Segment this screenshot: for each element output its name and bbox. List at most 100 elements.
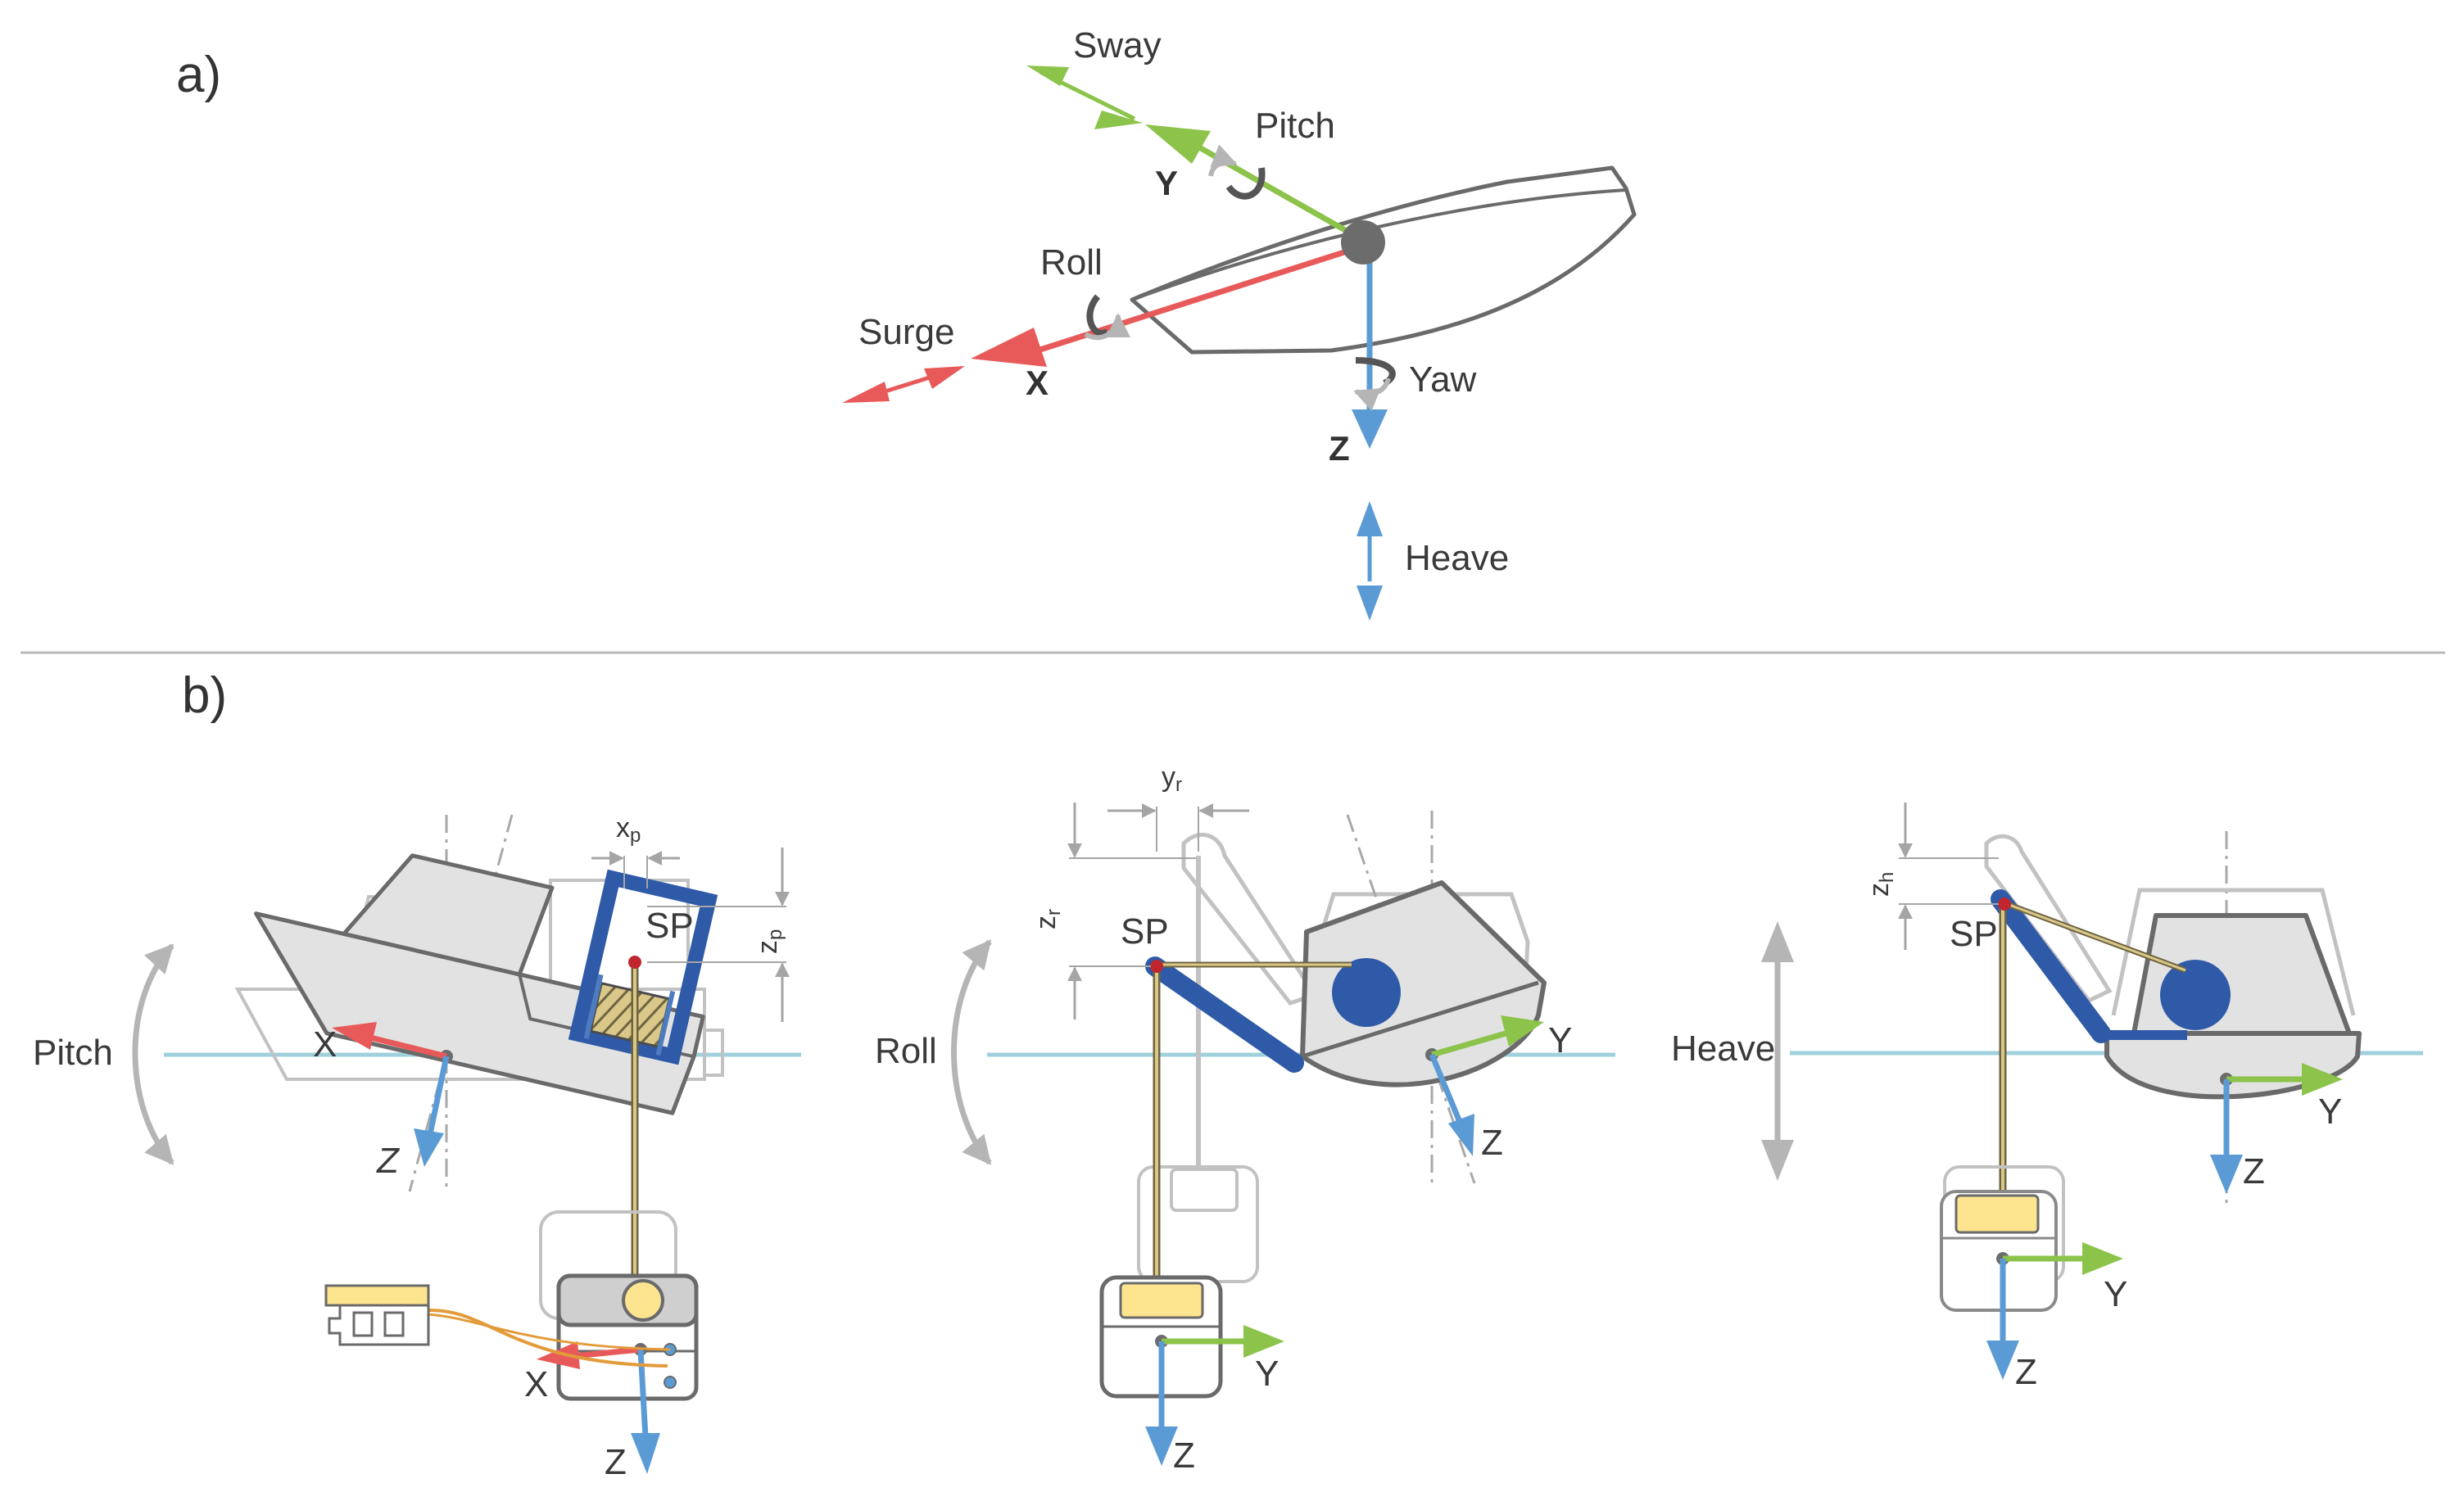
roll-load-z-label: Z [1173, 1435, 1195, 1476]
pitch-mode-label: Pitch [33, 1033, 113, 1073]
y-axis-label: Y [1155, 164, 1178, 202]
sway-arrow-head-front [1026, 66, 1069, 86]
pitch-load-x-label: X [524, 1364, 548, 1404]
roll-load-top [1119, 1282, 1204, 1319]
pitch-xdim-label: xp [616, 812, 641, 847]
roll-boat-z-axis [1429, 1053, 1463, 1124]
heave-load-y-arrowhead [2082, 1242, 2123, 1275]
surge-label: Surge [858, 312, 954, 352]
x-axis-arrowhead [971, 328, 1047, 367]
pitch-boat-z-arrowhead [414, 1128, 444, 1167]
heave-load-z-arrowhead [1986, 1341, 2019, 1380]
x-axis-line [1018, 241, 1371, 359]
roll-ghost-load-top [1170, 1168, 1239, 1212]
heave-crane-boom [1991, 889, 2111, 1043]
heave-mode-arrow-up [1761, 921, 1794, 962]
roll-rotation-arc [951, 939, 992, 1165]
roll-ghost-crane [1181, 832, 1318, 1006]
pitch-signal-wire-2 [427, 1313, 671, 1351]
roll-boat-y-label: Y [1548, 1020, 1572, 1060]
roll-boat-hull [1300, 880, 1547, 1087]
z-axis-arrowhead [1352, 409, 1388, 449]
heave-pull-wire-core [2002, 901, 2186, 972]
roll-mode-label: Roll [875, 1031, 937, 1071]
heave-label: Heave [1405, 538, 1509, 578]
roll-boat-y-axis [1431, 1030, 1506, 1058]
heave-ghost-boat [2111, 888, 2356, 1016]
pitch-scenario: xp zp SP X Z Pitch X Z [33, 812, 801, 1482]
pitch-boat-x-arrowhead [332, 1022, 377, 1050]
pitch-load-sensor-bottom [664, 1376, 677, 1389]
pitch-suspension-point [628, 956, 641, 969]
pitch-boat-x-axis [366, 1033, 447, 1060]
heave-load-top [1954, 1194, 2040, 1234]
pitch-load-sheave [622, 1279, 664, 1322]
heave-boat-z-arrowhead [2210, 1155, 2243, 1194]
z-axis-label: Z [1329, 429, 1350, 468]
heave-boat-y-label: Y [2318, 1092, 2342, 1132]
pitch-ghost-stern-box [703, 1029, 724, 1077]
heave-scenario: zh SP Y Z Heave Y Z [1671, 803, 2423, 1392]
surge-arrow-head-back [924, 366, 965, 389]
pitch-signal-wire [427, 1308, 668, 1368]
pitch-boat-cabin [342, 853, 555, 977]
heave-arrow-head-up [1357, 501, 1383, 536]
y-axis-line [1186, 138, 1371, 247]
sway-arrow-head-back [1094, 111, 1143, 129]
heave-suspension-point [1998, 897, 2011, 911]
heave-load-z-label: Z [2015, 1352, 2037, 1392]
roll-scenario: yr zr SP Y Z Roll Y Z [875, 762, 1615, 1476]
heave-load-y-label: Y [2104, 1274, 2127, 1314]
pitch-winch-post-left [583, 974, 604, 1039]
roll-load-y-arrowhead [1243, 1325, 1284, 1358]
roll-boat-z-arrowhead [1448, 1114, 1474, 1156]
heave-zdim-label: zh [1864, 872, 1898, 897]
roll-boat-deck [1302, 980, 1539, 1059]
heave-boat-cabin [2131, 913, 2352, 1036]
pitch-connector-body [328, 1304, 430, 1346]
heave-arrow-head-down [1357, 585, 1383, 621]
pitch-winch-post-right [655, 990, 676, 1056]
pitch-load-z-label: Z [605, 1442, 627, 1482]
roll-load-z-arrowhead [1145, 1426, 1178, 1466]
pitch-tilted-centerline [408, 814, 514, 1192]
pitch-rotation-arc [132, 943, 174, 1165]
panel-a: a) [176, 25, 1637, 621]
pitch-load-z-arrowhead [631, 1433, 660, 1474]
pitch-boat-x-label: X [313, 1024, 337, 1065]
sway-label: Sway [1073, 25, 1162, 66]
roll-label: Roll [1040, 242, 1103, 283]
heave-winch-drum [2160, 960, 2231, 1030]
pitch-boat-z-label: Z [376, 1141, 401, 1181]
heave-ghost-crane [1984, 834, 2113, 1004]
x-axis-label: X [1026, 364, 1049, 402]
pitch-boat-z-axis [427, 1056, 450, 1135]
origin-point [1341, 220, 1385, 264]
y-axis-arrowhead [1145, 124, 1211, 164]
pitch-label: Pitch [1255, 106, 1335, 146]
roll-crane-boom [1145, 956, 1304, 1073]
panel-b-label: b) [182, 667, 227, 724]
pitch-crane-frame [568, 869, 718, 1065]
pitch-load-x-arrowhead [537, 1341, 580, 1369]
pitch-sp-label: SP [645, 906, 694, 946]
heave-sp-label: SP [1950, 914, 1998, 954]
boat-hull-outline [1130, 165, 1637, 355]
pitch-connector-top [324, 1284, 430, 1307]
roll-suspension-point [1150, 960, 1163, 973]
yaw-label: Yaw [1409, 359, 1477, 400]
yaw-rotation-icon [1353, 357, 1396, 411]
panel-a-label: a) [176, 47, 221, 103]
pitch-load-x-axis [573, 1346, 641, 1359]
roll-zdim-label: zr [1030, 909, 1065, 929]
surge-arrow-head-front [842, 382, 890, 403]
heave-boat-y-arrowhead [2302, 1063, 2343, 1096]
pitch-rotation-icon [1208, 144, 1266, 200]
roll-ydim-label: yr [1162, 762, 1182, 796]
roll-rotation-icon [1084, 294, 1130, 341]
heave-mode-label: Heave [1671, 1029, 1775, 1069]
pitch-zdim-label: zp [752, 929, 786, 954]
roll-boat-y-arrowhead [1501, 1015, 1544, 1047]
roll-winch-drum [1332, 958, 1401, 1027]
